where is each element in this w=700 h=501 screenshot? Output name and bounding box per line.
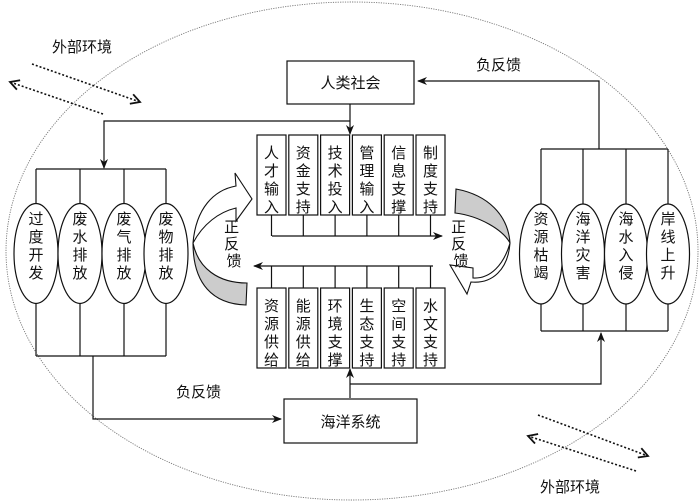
- ocean-impact-label: 资源枯竭: [533, 210, 548, 282]
- positive-feedback-label-right: 正 反 馈: [451, 218, 471, 270]
- ocean-support-label: 生态支持: [359, 297, 374, 369]
- external-exchange-arrows-top-left: [8, 63, 142, 115]
- external-env-label-bottom-right: 外部环境: [540, 478, 600, 496]
- outer-boundary: [5, 1, 699, 501]
- human-input-label: 人才输入: [264, 144, 279, 216]
- positive-feedback-loop-left: 正 反 馈: [192, 172, 253, 306]
- ocean-support-item: 能源供给: [288, 287, 319, 369]
- ocean-support-item: 生态支持: [351, 287, 382, 369]
- human-input-item: 技术投入: [320, 134, 351, 216]
- human-pressures-group: 过度开发 废水排放 废气排放 废物排放: [13, 168, 189, 357]
- negative-feedback-label-bottom: 负反馈: [176, 383, 221, 401]
- negative-feedback-label-top: 负反馈: [476, 56, 521, 74]
- ocean-impact-label: 海洋灾害: [575, 210, 590, 282]
- svg-text:人类社会: 人类社会: [320, 74, 380, 92]
- positive-feedback-loop-right: 正 反 馈: [448, 188, 511, 296]
- ocean-impacts-group: 资源枯竭 海洋灾害 海水入侵 岸线上升: [518, 148, 691, 332]
- positive-feedback-label-left: 正 反 馈: [224, 218, 244, 270]
- human-pressure-item: 废水排放: [57, 202, 103, 305]
- ocean-support-item: 空间支持: [383, 287, 414, 369]
- pressures-to-ocean-arrow: [92, 356, 282, 423]
- human-inputs-group: 人才输入 资金支持 技术投入 管理输入 信息支撑 制度支持: [256, 134, 446, 236]
- external-exchange-arrows-bottom-right: [526, 414, 650, 472]
- human-input-label: 管理输入: [359, 144, 374, 216]
- connectors: [92, 77, 605, 423]
- curved-arrow-down-left-icon: [448, 242, 511, 296]
- ocean-impact-label: 岸线上升: [660, 210, 675, 282]
- human-input-item: 制度支持: [415, 134, 446, 216]
- ocean-system-node: 海洋系统: [283, 398, 418, 444]
- society-to-pressures-arrow: [100, 120, 350, 169]
- ocean-support-label: 环境支撑: [328, 297, 343, 369]
- external-env-label-top-left: 外部环境: [52, 38, 112, 56]
- human-input-label: 信息支撑: [391, 144, 406, 216]
- ocean-support-label: 资源供给: [264, 297, 279, 369]
- ocean-support-item: 水文支持: [415, 287, 446, 369]
- ocean-impact-item: 岸线上升: [645, 203, 691, 305]
- curved-arrow-up-right-icon: [192, 172, 253, 244]
- ocean-support-label: 空间支持: [391, 297, 406, 369]
- human-input-label: 制度支持: [423, 144, 438, 216]
- ocean-support-label: 能源供给: [296, 297, 311, 369]
- human-input-label: 技术投入: [328, 144, 343, 216]
- human-pressure-label: 废水排放: [72, 210, 87, 282]
- curved-arrow-down-right-gray-icon: [192, 242, 248, 306]
- ocean-support-label: 水文支持: [423, 297, 438, 369]
- human-society-node: 人类社会: [286, 60, 415, 105]
- svg-text:海洋系统: 海洋系统: [320, 413, 380, 431]
- human-pressure-item: 过度开发: [13, 202, 59, 305]
- human-input-label: 资金支持: [296, 144, 311, 216]
- ocean-impact-label: 海水入侵: [618, 210, 633, 282]
- ocean-impact-item: 海水入侵: [603, 203, 649, 305]
- ocean-supports-group: 资源供给 能源供给 环境支撑 生态支持 空间支持 水文支持: [256, 266, 446, 369]
- human-pressure-item: 废气排放: [101, 202, 147, 305]
- impacts-to-society-arrow: [417, 77, 600, 149]
- human-pressure-item: 废物排放: [143, 202, 189, 305]
- ocean-impact-item: 海洋灾害: [560, 203, 606, 305]
- human-input-item: 信息支撑: [383, 134, 414, 216]
- human-input-item: 资金支持: [288, 134, 319, 216]
- human-input-item: 人才输入: [256, 134, 287, 216]
- human-input-item: 管理输入: [351, 134, 382, 216]
- ocean-support-item: 环境支撑: [320, 287, 351, 369]
- human-pressure-label: 过度开发: [28, 210, 43, 282]
- human-pressure-label: 废气排放: [116, 210, 131, 282]
- ocean-to-impacts-arrow: [350, 332, 605, 385]
- ocean-impact-item: 资源枯竭: [518, 203, 564, 305]
- ocean-support-item: 资源供给: [256, 287, 287, 369]
- human-pressure-label: 废物排放: [158, 210, 173, 282]
